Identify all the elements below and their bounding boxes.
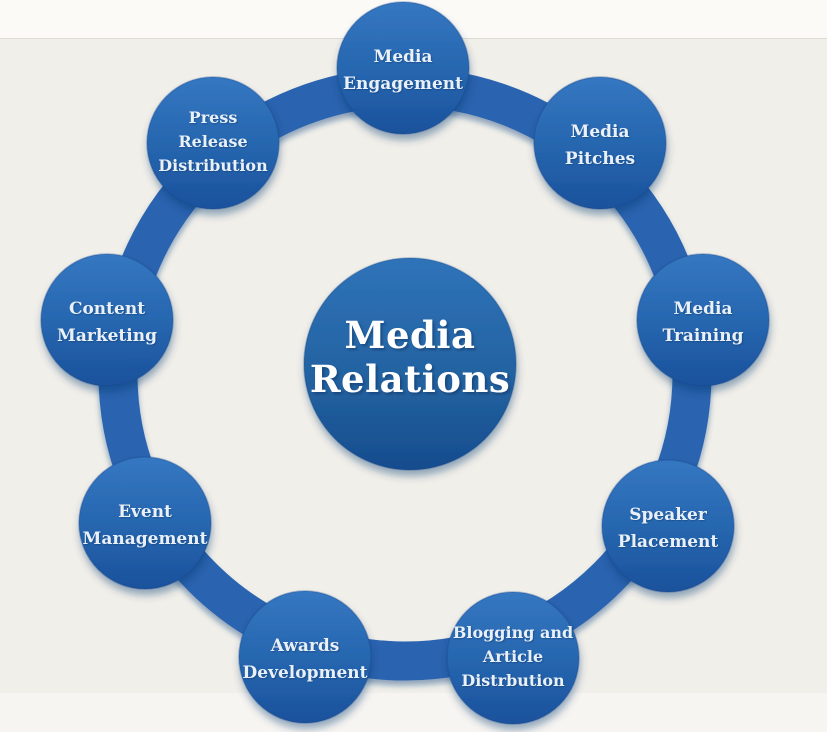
node-label-line: Pitches [565,149,635,169]
node-label-line: Event [118,502,172,522]
node-label-line: Marketing [57,326,157,346]
node-media-engagement: Media Engagement [336,1,470,135]
node-event-management: Event Management [78,456,212,590]
node-label-line: Media [674,299,733,319]
background-bottom-strip [0,693,827,732]
node-label-line: Speaker [629,505,708,525]
node-label-line: Media [374,47,433,67]
center-label-line: Relations [310,357,510,401]
node-circle [636,253,770,387]
center-label-line: Media [345,313,476,357]
node-circle [336,1,470,135]
node-circle [78,456,212,590]
node-press-release-distribution: Press Release Distribution [146,76,280,210]
node-circle [238,590,372,724]
node-label-line: Training [663,326,744,346]
node-label-line: Management [83,529,208,549]
node-circle [533,76,667,210]
node-circle [40,253,174,387]
node-circle [146,76,280,210]
node-label-line: Blogging and [453,623,573,642]
node-label-line: Content [69,299,145,319]
node-media-training: Media Training [636,253,770,387]
node-label-line: Placement [618,532,719,552]
node-label-line: Awards [270,636,340,656]
node-label-line: Distrbution [461,671,565,690]
node-label-line: Engagement [343,74,463,94]
node-circle [446,591,580,725]
node-label-line: Distribution [158,156,268,175]
node-label-line: Press [189,108,238,127]
node-label-line: Development [243,663,368,683]
node-content-marketing: Content Marketing [40,253,174,387]
node-label-line: Article [482,647,543,666]
node-media-relations-center: Media Relations [303,257,517,471]
node-label-line: Release [178,132,247,151]
node-awards-development: Awards Development [238,590,372,724]
node-label-line: Media [571,122,630,142]
node-circle [601,459,735,593]
node-media-pitches: Media Pitches [533,76,667,210]
node-speaker-placement: Speaker Placement [601,459,735,593]
node-blogging-article-distribution: Blogging and Article Distrbution [446,591,580,725]
center-circle [303,257,517,471]
